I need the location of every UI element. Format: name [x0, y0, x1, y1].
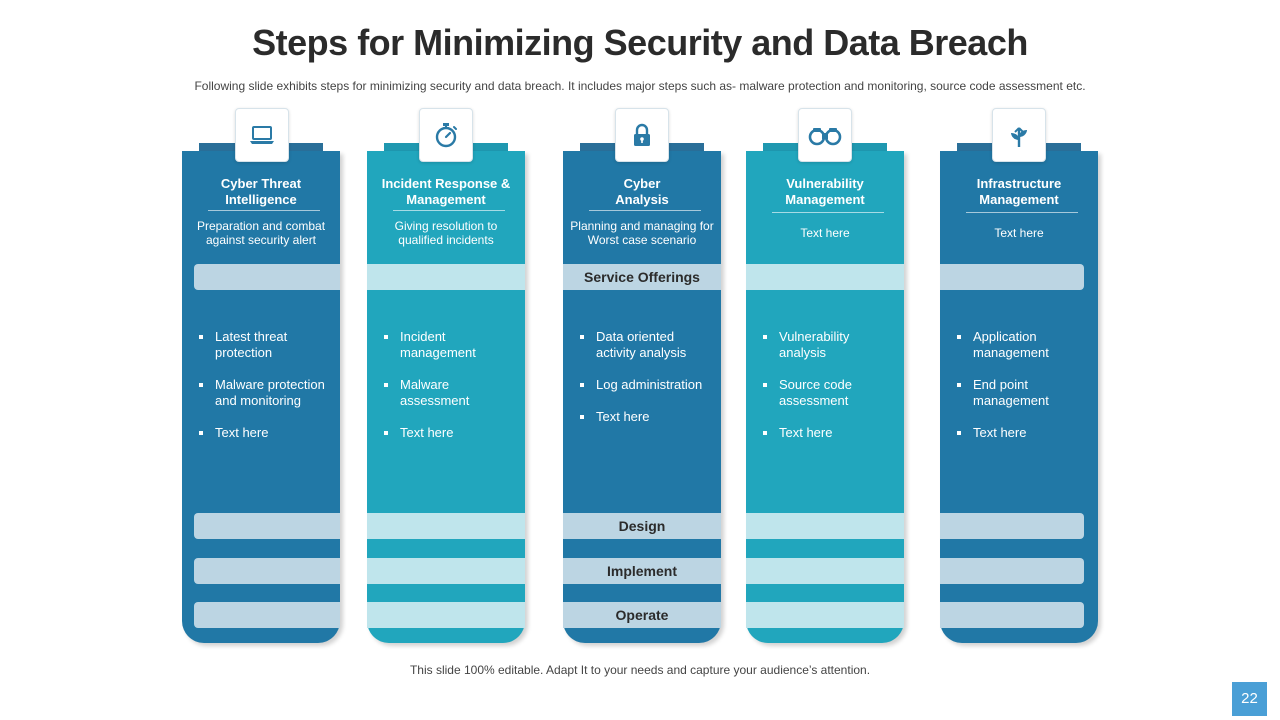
bullet-list: Latest threat protection Malware protect…: [196, 329, 332, 457]
column-description: Text here: [800, 226, 850, 240]
stopwatch-icon: [435, 123, 457, 148]
list-item: Text here: [577, 409, 713, 425]
band-segment: [194, 558, 340, 584]
list-item: Application management: [954, 329, 1090, 361]
list-item: Text here: [954, 425, 1090, 441]
icon-tile: [992, 108, 1046, 162]
band-segment: [940, 264, 1084, 290]
column-description: Giving resolution to qualified incidents: [394, 219, 498, 247]
column-description: Preparation and combat against security …: [196, 219, 326, 247]
list-item: Text here: [381, 425, 517, 441]
plant-icon: [1011, 127, 1027, 147]
icon-tile: [615, 108, 669, 162]
slide-footer: This slide 100% editable. Adapt It to yo…: [409, 663, 871, 677]
column-divider: [966, 212, 1078, 213]
bullet-list: Application management End point managem…: [954, 329, 1090, 457]
list-item: Text here: [760, 425, 896, 441]
column-divider: [208, 210, 320, 211]
band-segment: [194, 602, 340, 628]
band-segment: [194, 264, 340, 290]
list-item: Malware protection and monitoring: [196, 377, 332, 409]
column-divider: [589, 210, 701, 211]
column-divider: [772, 212, 884, 213]
bullet-list: Vulnerability analysis Source code asses…: [760, 329, 896, 457]
icon-tile: [419, 108, 473, 162]
list-item: Source code assessment: [760, 377, 896, 409]
column-description: Planning and managing for Worst case sce…: [570, 219, 714, 247]
list-item: Malware assessment: [381, 377, 517, 409]
band-operate: Operate: [563, 602, 721, 628]
bullet-list: Data oriented activity analysis Log admi…: [577, 329, 713, 441]
bullet-list: Incident management Malware assessment T…: [381, 329, 517, 457]
padlock-icon: [634, 123, 650, 146]
band-segment: [940, 513, 1084, 539]
band-segment: [940, 558, 1084, 584]
band-service-offerings: Service Offerings: [563, 264, 721, 290]
band-segment: [367, 264, 525, 290]
list-item: End point management: [954, 377, 1090, 409]
icon-tile: [798, 108, 852, 162]
list-item: Text here: [196, 425, 332, 441]
list-item: Log administration: [577, 377, 713, 393]
band-implement: Implement: [563, 558, 721, 584]
slide-subtitle: Following slide exhibits steps for minim…: [194, 79, 1086, 93]
band-segment: [194, 513, 340, 539]
page-number: 22: [1232, 682, 1267, 716]
band-segment: [367, 513, 525, 539]
column-title: Incident Response & Management: [381, 176, 511, 207]
laptop-icon: [250, 126, 274, 144]
column-description: Text here: [994, 226, 1044, 240]
band-segment: [940, 602, 1084, 628]
column-title: Cyber Analysis: [615, 176, 669, 207]
column-title: Cyber Threat Intelligence: [220, 176, 302, 207]
band-segment: [746, 264, 904, 290]
band-segment: [367, 602, 525, 628]
column-title: Infrastructure Management: [976, 176, 1062, 207]
band-segment: [746, 513, 904, 539]
icon-tile: [235, 108, 289, 162]
list-item: Incident management: [381, 329, 517, 361]
band-segment: [746, 602, 904, 628]
band-segment: [746, 558, 904, 584]
band-segment: [367, 558, 525, 584]
list-item: Data oriented activity analysis: [577, 329, 713, 361]
binoculars-icon: [808, 128, 842, 146]
column-title: Vulnerability Management: [785, 176, 865, 207]
band-design: Design: [563, 513, 721, 539]
list-item: Latest threat protection: [196, 329, 332, 361]
list-item: Vulnerability analysis: [760, 329, 896, 361]
column-divider: [393, 210, 505, 211]
slide-title: Steps for Minimizing Security and Data B…: [252, 22, 1028, 63]
